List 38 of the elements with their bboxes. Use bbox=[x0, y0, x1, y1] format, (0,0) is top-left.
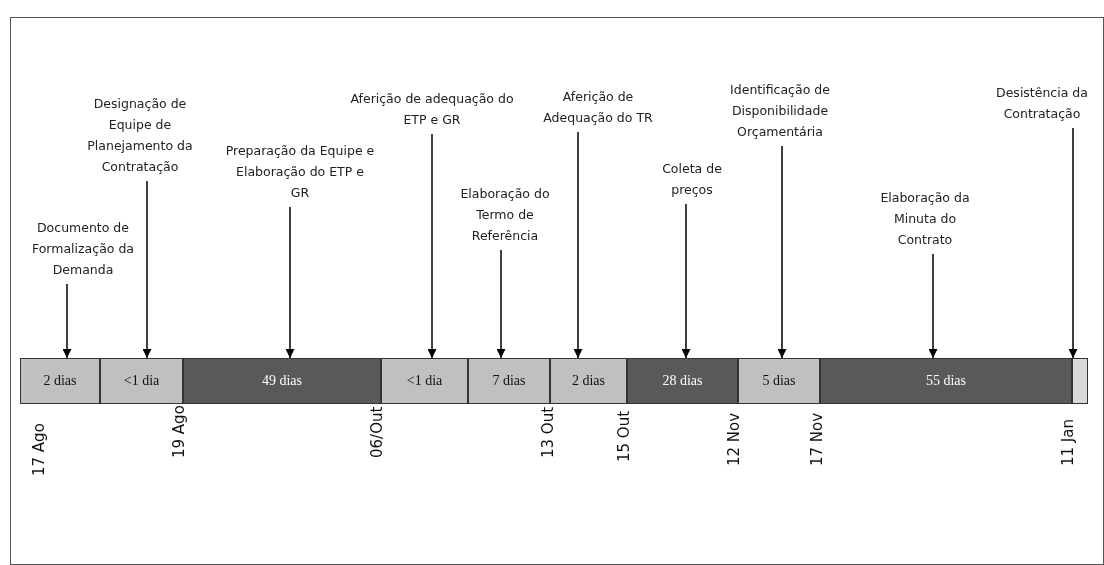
event-label: Identificação de Disponibilidade Orçamentária bbox=[715, 79, 845, 142]
arrow bbox=[62, 283, 72, 359]
arrow bbox=[681, 203, 691, 359]
date-label: 17 Ago bbox=[30, 423, 48, 476]
event-label: Coleta de preços bbox=[652, 158, 732, 200]
arrow bbox=[427, 133, 437, 359]
arrow bbox=[142, 180, 152, 359]
event-label: Elaboração da Minuta do Contrato bbox=[870, 187, 980, 250]
date-label: 19 Ago bbox=[170, 405, 188, 458]
timeline-segment: 55 dias bbox=[820, 358, 1072, 404]
timeline-segment: 5 dias bbox=[738, 358, 820, 404]
timeline-segment: 28 dias bbox=[627, 358, 738, 404]
event-label: Aferição de adequação do ETP e GR bbox=[344, 88, 520, 130]
arrow bbox=[496, 249, 506, 359]
arrow bbox=[1068, 127, 1078, 359]
timeline-segment: 2 dias bbox=[20, 358, 100, 404]
timeline-segment: 7 dias bbox=[468, 358, 550, 404]
event-label: Aferição de Adequação do TR bbox=[543, 86, 653, 128]
event-label: Preparação da Equipe e Elaboração do ETP e GR bbox=[225, 140, 375, 203]
date-label: 11 Jan bbox=[1059, 419, 1077, 466]
timeline-segment bbox=[1072, 358, 1088, 404]
timeline-segment: 49 dias bbox=[183, 358, 381, 404]
arrow bbox=[777, 145, 787, 359]
date-label: 13 Out bbox=[539, 406, 557, 458]
arrow bbox=[285, 206, 295, 359]
arrow bbox=[573, 131, 583, 359]
date-label: 12 Nov bbox=[725, 412, 743, 466]
timeline-segment: 2 dias bbox=[550, 358, 627, 404]
event-label: Designação de Equipe de Planejamento da Contratação bbox=[80, 93, 200, 177]
date-label: 15 Out bbox=[615, 410, 633, 462]
timeline-segment: <1 dia bbox=[381, 358, 468, 404]
date-label: 06/Out bbox=[368, 406, 386, 458]
event-label: Elaboração do Termo de Referência bbox=[450, 183, 560, 246]
event-label: Desistência da Contratação bbox=[982, 82, 1102, 124]
event-label: Documento de Formalização da Demanda bbox=[23, 217, 143, 280]
timeline-segment: <1 dia bbox=[100, 358, 183, 404]
arrow bbox=[928, 253, 938, 359]
date-label: 17 Nov bbox=[808, 412, 826, 466]
